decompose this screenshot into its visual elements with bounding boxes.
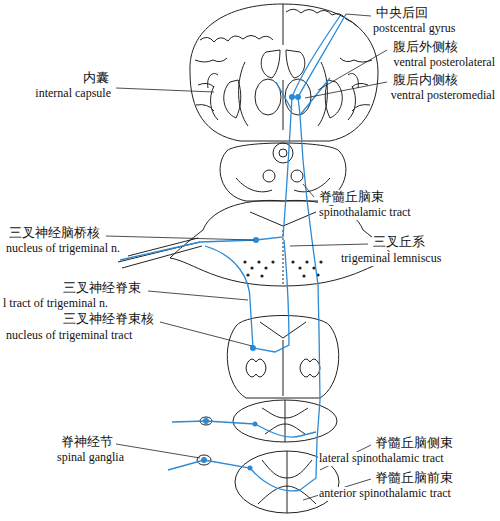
chinese-label: 腹后内侧核: [392, 73, 459, 88]
english-label: spinal ganglia: [56, 451, 125, 465]
chinese-label: 腹后外侧核: [392, 40, 459, 55]
english-label: ventral posteromedial: [390, 89, 496, 103]
english-label: internal capsule: [34, 87, 112, 101]
english-label: nucleus of trigeminal tract: [5, 329, 133, 343]
english-label: spinothalamic tract: [318, 206, 412, 220]
chinese-label: 三叉神经脑桥核: [8, 226, 101, 241]
chinese-label: 中央后回: [375, 6, 429, 21]
english-label: lateral spinothalamic tract: [318, 452, 445, 466]
chinese-label: 内囊: [82, 71, 110, 86]
english-label: postcentral gyrus: [372, 22, 456, 36]
english-label: anterior spinothalamic tract: [318, 487, 452, 501]
chinese-label: 脊神经节: [60, 435, 114, 450]
chinese-label: 脊髓丘脑束: [318, 190, 385, 205]
english-label: trigeminal lemniscus: [340, 252, 442, 266]
english-label: ventral posterolateral: [392, 56, 496, 70]
english-label: nucleus of trigeminal n.: [5, 242, 121, 256]
chinese-label: 脊髓丘脑前束: [374, 471, 454, 486]
english-label: l tract of trigeminal n.: [2, 297, 109, 311]
chinese-label: 三叉丘系: [372, 235, 426, 250]
chinese-label: 三叉神经脊束核: [62, 312, 155, 327]
chinese-label: 脊髓丘脑侧束: [374, 436, 454, 451]
chinese-label: 三叉神经脊束: [62, 281, 142, 296]
